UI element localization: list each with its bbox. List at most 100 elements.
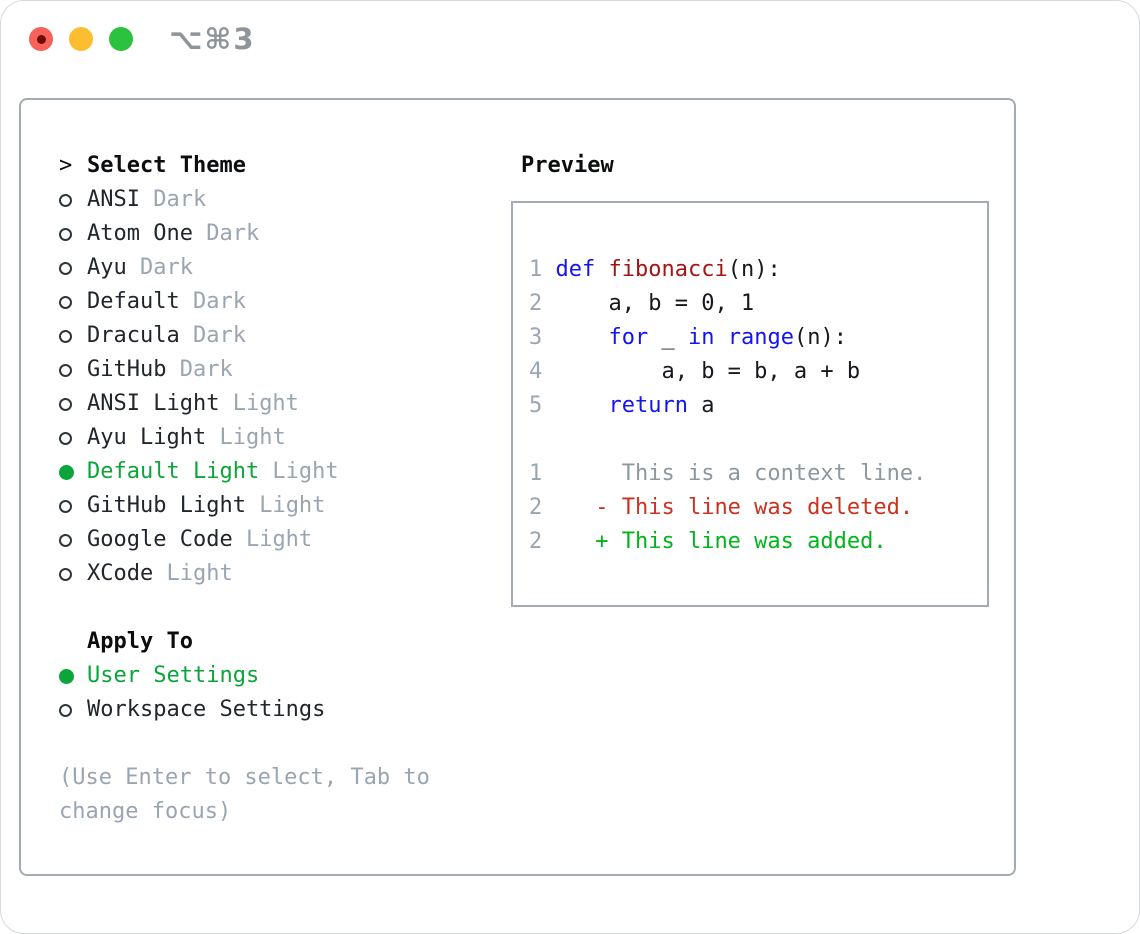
close-button-icon[interactable] [29, 27, 53, 51]
preview-pane: Preview 1 def fibonacci(n):2 a, b = 0, 1… [503, 149, 1003, 607]
radio-icon[interactable] [59, 295, 72, 309]
code-token-plain [556, 325, 609, 350]
code-token-plain: a [687, 393, 715, 418]
code-line: 2 + This line was added. [529, 525, 987, 559]
line-number: 4 [529, 359, 556, 384]
theme-selector-title: Select Theme [87, 153, 246, 178]
radio-selected-icon[interactable] [59, 668, 74, 684]
code-line: 1 This is a context line. [529, 457, 987, 491]
radio-icon[interactable] [59, 261, 87, 275]
window-shortcut-label: ⌥⌘3 [169, 22, 256, 56]
radio-icon[interactable] [59, 533, 72, 547]
theme-variant-label: Dark [139, 187, 207, 212]
radio-icon[interactable] [59, 295, 87, 309]
code-token-plain: a, b = b, a + b [555, 359, 861, 384]
theme-option-ansi[interactable]: ANSI Dark [59, 183, 503, 217]
theme-option-dracula[interactable]: Dracula Dark [59, 319, 503, 353]
option-label: Default [87, 289, 180, 314]
code-token-fn: fibonacci [608, 257, 728, 282]
theme-option-ansi-light[interactable]: ANSI Light Light [59, 387, 503, 421]
radio-icon[interactable] [59, 193, 87, 207]
radio-icon[interactable] [59, 329, 87, 343]
minimize-button-icon[interactable] [69, 27, 93, 51]
option-label: User Settings [87, 663, 260, 688]
option-label: Ayu Light [87, 425, 207, 450]
apply-option-workspace-settings[interactable]: Workspace Settings [59, 693, 503, 727]
theme-option-ayu[interactable]: Ayu Dark [59, 251, 503, 285]
theme-option-github-light[interactable]: GitHub Light Light [59, 489, 503, 523]
radio-icon[interactable] [59, 567, 72, 581]
zoom-button-icon[interactable] [109, 27, 133, 51]
theme-variant-label: Light [206, 425, 286, 450]
option-label: Dracula [87, 323, 180, 348]
window-titlebar: ⌥⌘3 [29, 22, 256, 56]
line-number: 1 [529, 257, 556, 282]
code-token-plain [595, 257, 608, 282]
radio-icon[interactable] [59, 227, 72, 241]
line-number: 1 [529, 461, 556, 486]
radio-icon[interactable] [59, 533, 87, 547]
theme-option-atom-one[interactable]: Atom One Dark [59, 217, 503, 251]
theme-option-google-code[interactable]: Google Code Light [59, 523, 503, 557]
radio-icon[interactable] [59, 703, 72, 717]
line-number: 3 [529, 325, 556, 350]
code-line: 5 return a [529, 389, 987, 423]
keyboard-hint-line: (Use Enter to select, Tab to [59, 765, 430, 790]
line-number: 5 [529, 393, 556, 418]
option-label: ANSI Light [87, 391, 220, 416]
radio-icon[interactable] [59, 567, 87, 581]
apply-to-title: Apply To [87, 629, 193, 654]
theme-option-ayu-light[interactable]: Ayu Light Light [59, 421, 503, 455]
radio-selected-icon[interactable] [59, 464, 74, 480]
code-token-kw: def [555, 257, 596, 282]
option-label: Google Code [87, 527, 233, 552]
option-label: GitHub Light [87, 493, 246, 518]
radio-icon[interactable] [59, 431, 87, 445]
radio-selected-icon[interactable] [59, 668, 87, 684]
radio-selected-icon[interactable] [59, 464, 87, 480]
radio-icon[interactable] [59, 227, 87, 241]
code-line: 2 - This line was deleted. [529, 491, 987, 525]
code-token-plain [556, 393, 609, 418]
code-token-plain [714, 325, 727, 350]
radio-icon[interactable] [59, 193, 72, 207]
option-label: XCode [87, 561, 154, 586]
code-token-plain: (n): [727, 257, 781, 282]
radio-icon[interactable] [59, 261, 72, 275]
keyboard-hint-line: change focus) [59, 799, 232, 824]
code-token-add: + This line was added. [555, 529, 887, 554]
option-label: Workspace Settings [87, 697, 326, 722]
theme-option-github[interactable]: GitHub Dark [59, 353, 503, 387]
theme-variant-label: Light [153, 561, 233, 586]
code-token-ctx: This is a context line. [555, 461, 927, 486]
code-token-kw: return [608, 393, 688, 418]
radio-icon[interactable] [59, 431, 72, 445]
radio-icon[interactable] [59, 329, 72, 343]
apply-option-user-settings[interactable]: User Settings [59, 659, 503, 693]
radio-icon[interactable] [59, 363, 72, 377]
theme-variant-label: Light [245, 493, 326, 518]
theme-variant-label: Dark [126, 255, 193, 280]
radio-icon[interactable] [59, 363, 87, 377]
radio-icon[interactable] [59, 499, 87, 513]
line-number: 2 [529, 291, 556, 316]
option-label: ANSI [87, 187, 140, 212]
theme-option-default[interactable]: Default Dark [59, 285, 503, 319]
code-token-kw: range [727, 325, 794, 350]
theme-option-xcode[interactable]: XCode Light [59, 557, 503, 591]
preview-title: Preview [521, 153, 614, 178]
radio-icon[interactable] [59, 499, 72, 513]
theme-option-default-light[interactable]: Default Light Light [59, 455, 503, 489]
theme-variant-label: Light [219, 391, 299, 416]
radio-icon[interactable] [59, 397, 72, 411]
theme-variant-label: Dark [192, 221, 260, 246]
code-token-plain: _ [648, 325, 688, 350]
theme-variant-label: Dark [179, 289, 246, 314]
radio-icon[interactable] [59, 703, 87, 717]
radio-icon[interactable] [59, 397, 87, 411]
line-number: 2 [529, 495, 556, 520]
